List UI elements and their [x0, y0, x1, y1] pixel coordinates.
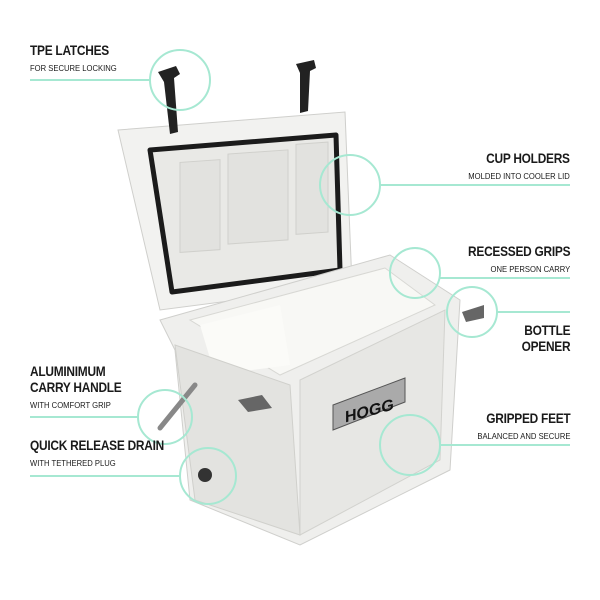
carry-handle — [157, 382, 198, 431]
feature-tpe-latches: TPE LATCHES FOR SECURE LOCKING — [30, 42, 117, 73]
latch-icon — [158, 60, 316, 134]
feature-bottle-opener: BOTTLE OPENER — [521, 322, 570, 354]
bottle-opener — [462, 305, 484, 322]
feature-drain: QUICK RELEASE DRAIN WITH TETHERED PLUG — [30, 437, 165, 468]
feature-carry-handle: ALUMINIMUM CARRY HANDLE WITH COMFORT GRI… — [30, 363, 122, 410]
bottle-opener — [238, 395, 272, 412]
feature-recessed-grips: RECESSED GRIPS ONE PERSON CARRY — [467, 243, 570, 274]
callout-lines — [30, 49, 570, 505]
feature-cup-holders: CUP HOLDERS MOLDED INTO COOLER LID — [468, 150, 571, 181]
cooler-body: HOGG — [157, 254, 484, 546]
feature-gripped-feet: GRIPPED FEET BALANCED AND SECURE — [476, 410, 570, 441]
drain-plug — [198, 468, 212, 482]
cooler-lid — [117, 111, 353, 311]
